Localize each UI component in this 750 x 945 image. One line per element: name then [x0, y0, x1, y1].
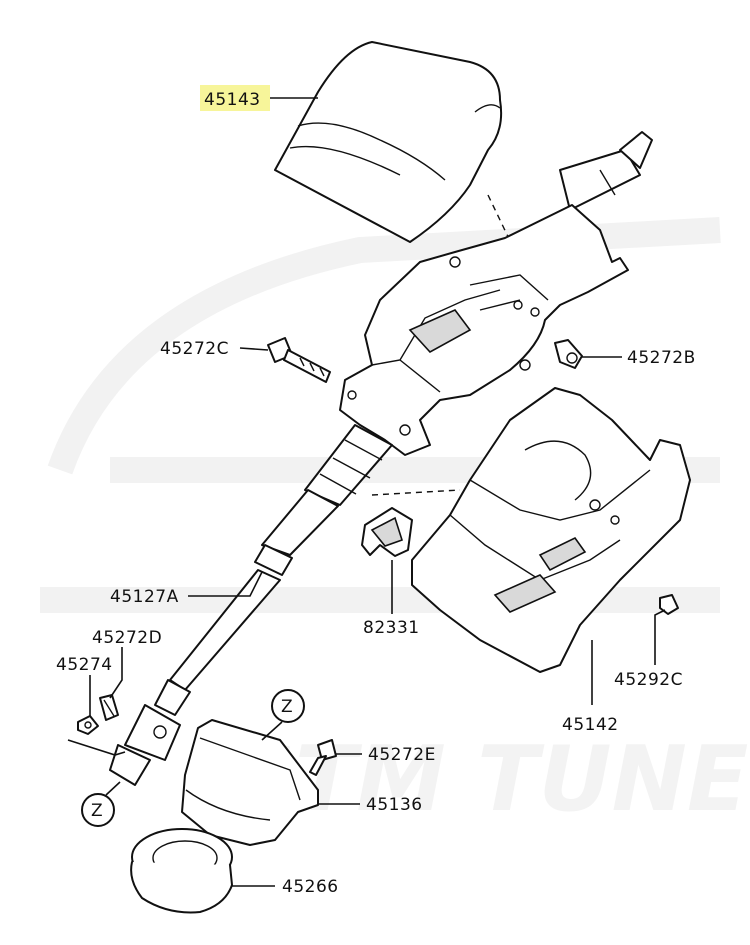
highlight-45143 [200, 85, 270, 111]
leader-lines [89, 97, 666, 887]
label-45142: 45142 [562, 715, 619, 735]
z-label-top: Z [281, 697, 293, 717]
label-45272e: 45272E [368, 745, 436, 765]
bolt-45272b [554, 339, 583, 369]
label-45127a: 45127A [110, 587, 179, 607]
watermark-logo: STM TUNED [40, 217, 750, 832]
boot-45136 [181, 719, 319, 846]
z-callout-top: Z [261, 689, 305, 741]
upper-column-cover [274, 41, 503, 243]
label-45143: 45143 [204, 90, 261, 110]
steering-column-assembly [339, 204, 629, 456]
label-45266: 45266 [282, 877, 339, 897]
intermediate-shaft [109, 569, 281, 786]
nut-45274 [77, 715, 99, 735]
bolt-45272c [267, 337, 331, 383]
bolt-45272d [99, 694, 119, 721]
label-45136: 45136 [366, 795, 423, 815]
screw-45292c [659, 594, 679, 615]
label-45272c: 45272C [160, 339, 229, 359]
label-45292c: 45292C [614, 670, 683, 690]
label-45274: 45274 [56, 655, 113, 675]
grommet-45266 [130, 828, 233, 914]
label-82331: 82331 [363, 618, 420, 638]
leader-z-link [67, 739, 126, 756]
column-lower-shaft [254, 424, 393, 576]
clip-82331 [361, 507, 413, 557]
z-label-bottom: Z [91, 801, 103, 821]
steering-shaft-upper [559, 131, 653, 211]
lower-column-cover [411, 387, 691, 673]
label-45272b: 45272B [627, 348, 696, 368]
watermark-text: STM TUNED [230, 727, 750, 832]
label-45272d: 45272D [92, 628, 162, 648]
z-callout-bottom: Z [81, 781, 121, 827]
bolt-45272e [309, 739, 337, 776]
